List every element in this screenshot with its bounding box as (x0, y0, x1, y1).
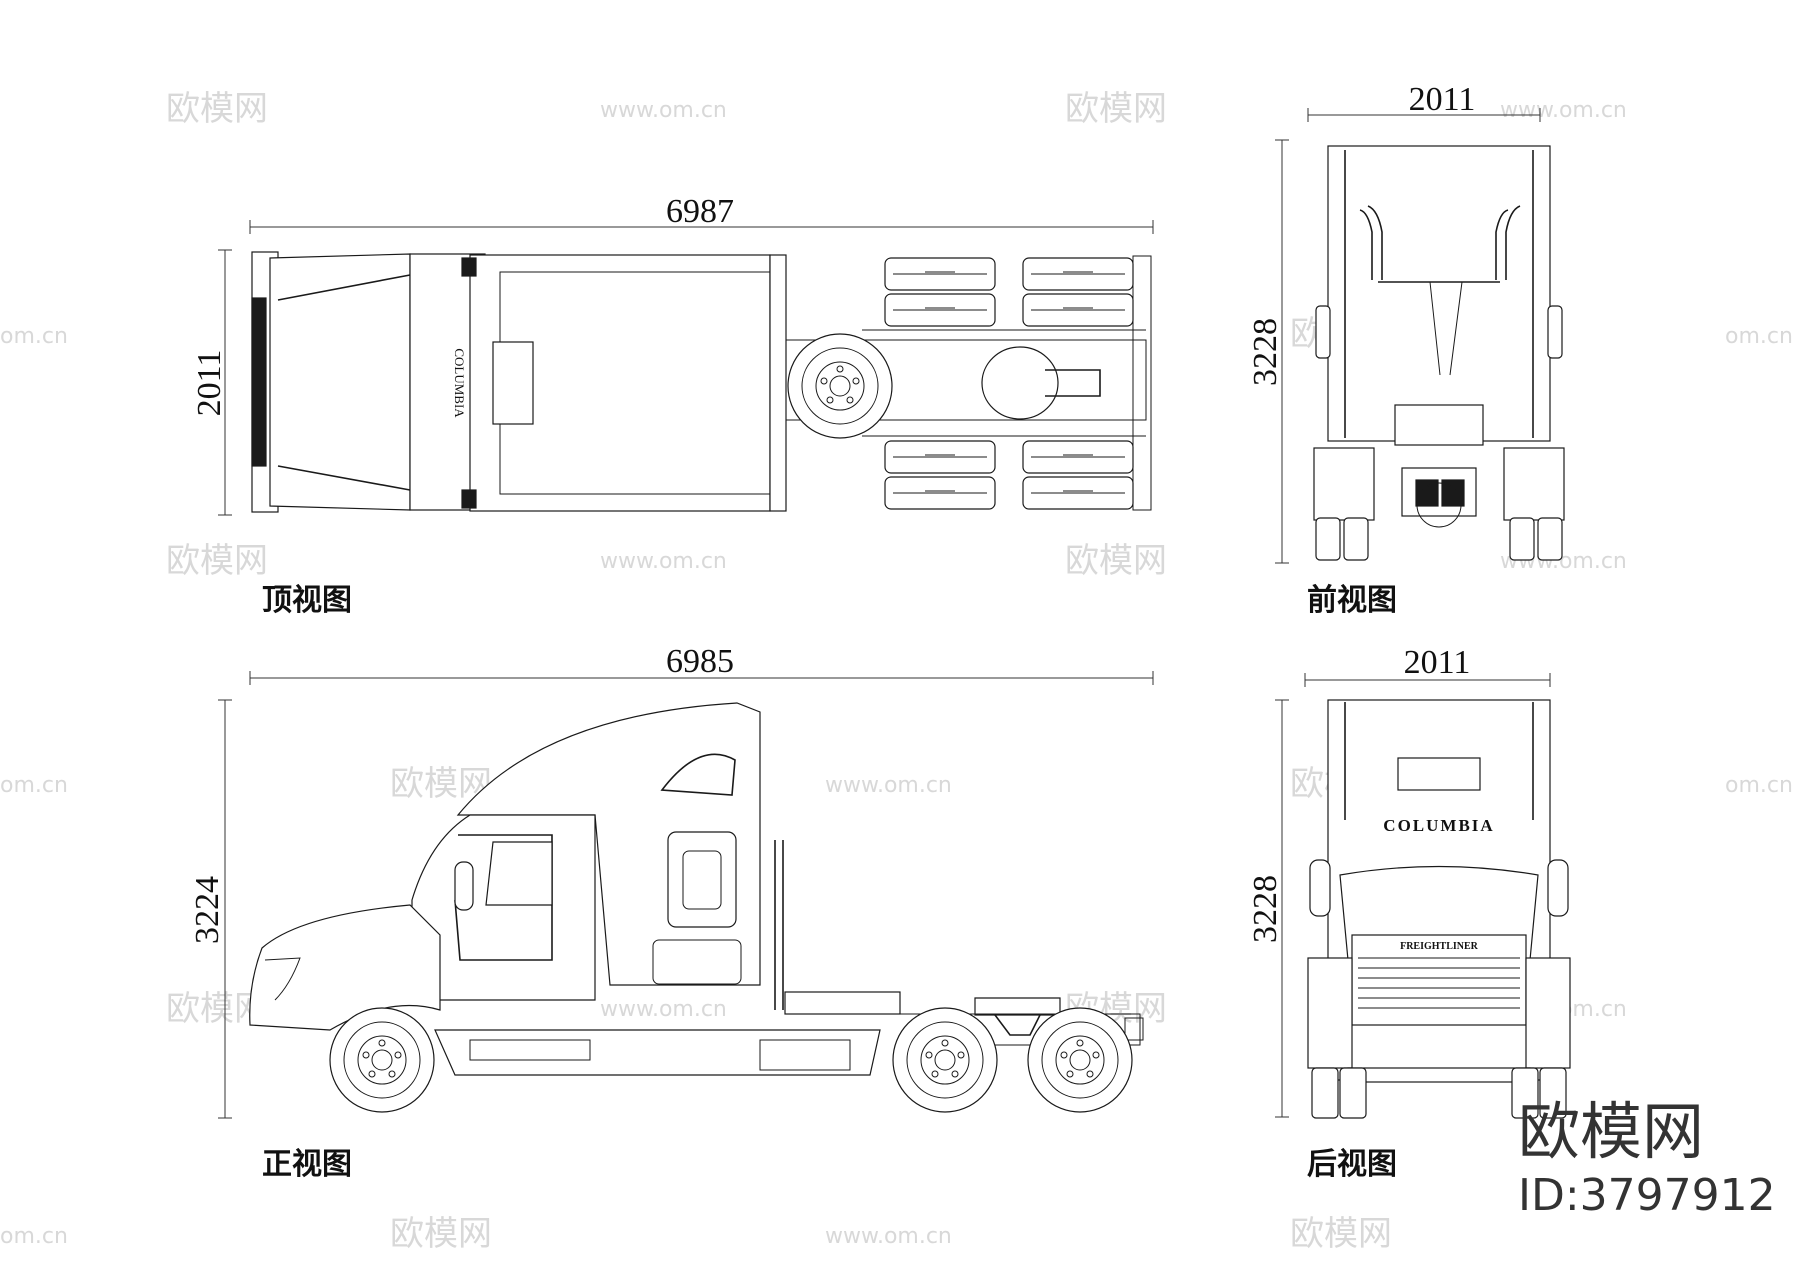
brand-block: 欧模网 ID:3797912 (1518, 1095, 1776, 1221)
watermark-brand: 欧模网 (1065, 89, 1167, 129)
front-truck-drawing (1313, 145, 1565, 561)
front-view-caption: 前视图 (1307, 583, 1397, 618)
rear-roof-label: COLUMBIA (1383, 816, 1494, 835)
brand-name: 欧模网 (1518, 1095, 1704, 1168)
side-drive-wheel-1 (892, 1007, 998, 1113)
top-view: 6987 2011 COLUMBIA (191, 193, 1154, 618)
watermark-url: www.om.cn (1500, 98, 1627, 123)
watermark-url: om.cn (1725, 324, 1793, 349)
side-truck-drawing (249, 702, 1144, 1113)
front-width-dimension: 2011 (1307, 81, 1541, 122)
side-view-caption: 正视图 (262, 1147, 352, 1182)
watermark-url: www.om.cn (825, 773, 952, 798)
watermark-brand: 欧模网 (1065, 541, 1167, 581)
watermark-url: om.cn (0, 773, 68, 798)
top-hood-label: COLUMBIA (452, 348, 467, 418)
rear-width-label: 2011 (1404, 644, 1471, 681)
grille-bars (1358, 957, 1520, 1009)
brand-id: ID:3797912 (1518, 1170, 1776, 1221)
watermark-url: www.om.cn (600, 549, 727, 574)
front-view: 2011 3228 (1247, 81, 1565, 618)
watermark-url: www.om.cn (825, 1224, 952, 1249)
watermark-url: om.cn (0, 324, 68, 349)
top-length-dimension: 6987 (249, 193, 1154, 234)
steer-wheel-hub (787, 333, 893, 439)
front-height-label: 3228 (1247, 318, 1284, 386)
watermark-url: www.om.cn (600, 98, 727, 123)
top-width-dimension: 2011 (191, 249, 232, 516)
watermark-brand: 欧模网 (166, 89, 268, 129)
rear-width-dimension: 2011 (1304, 644, 1551, 687)
rear-truck-drawing: COLUMBIA FREIGHTLINER (1307, 699, 1571, 1119)
side-steer-wheel (329, 1007, 435, 1113)
side-drive-wheel-2 (1027, 1007, 1133, 1113)
watermark-url: www.om.cn (600, 997, 727, 1022)
top-view-caption: 顶视图 (262, 583, 352, 618)
top-width-label: 2011 (191, 350, 228, 417)
watermark-url: om.cn (0, 1224, 68, 1249)
front-height-dimension: 3228 (1247, 139, 1289, 564)
rear-height-dimension: 3228 (1247, 699, 1289, 1118)
watermark-brand: 欧模网 (166, 541, 268, 581)
rear-view: 2011 3228 COLUMBIA FREIGHTLINER (1247, 644, 1571, 1182)
rear-view-caption: 后视图 (1307, 1147, 1397, 1182)
watermark-brand: 欧模网 (390, 1214, 492, 1254)
side-height-dimension: 3224 (189, 699, 232, 1119)
side-length-label: 6985 (666, 643, 734, 680)
top-truck-drawing: COLUMBIA (251, 251, 1152, 513)
watermark-brand: 欧模网 (1290, 1214, 1392, 1254)
grille-label: FREIGHTLINER (1400, 941, 1479, 952)
top-length-label: 6987 (666, 193, 734, 230)
watermark-url: om.cn (1725, 773, 1793, 798)
side-length-dimension: 6985 (249, 643, 1154, 685)
side-height-label: 3224 (189, 876, 226, 944)
side-view: 6985 3224 (189, 643, 1154, 1182)
rear-height-label: 3228 (1247, 875, 1284, 943)
front-width-label: 2011 (1409, 81, 1476, 118)
